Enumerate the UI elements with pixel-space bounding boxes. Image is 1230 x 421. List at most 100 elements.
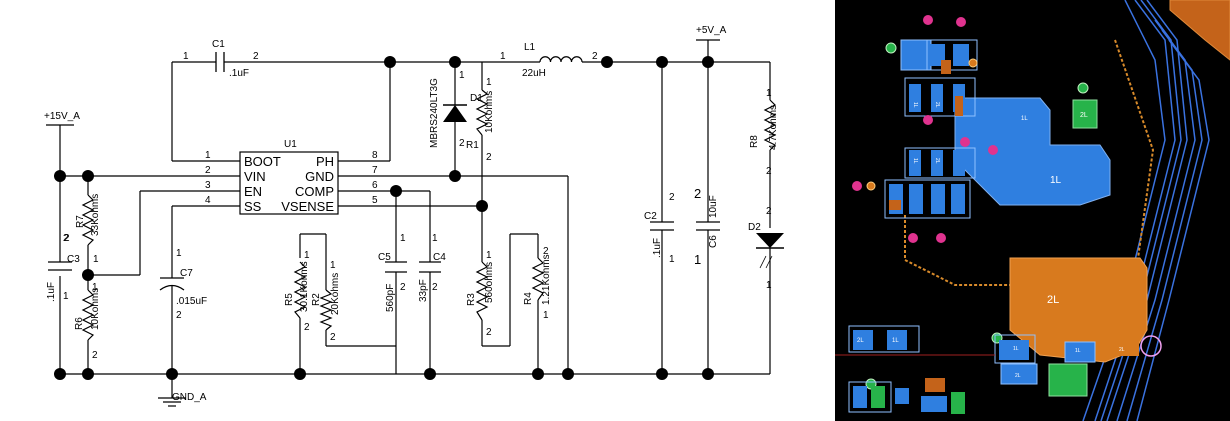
d2-pin1: 1 xyxy=(766,280,772,291)
r6-pin1: 1 xyxy=(92,282,98,293)
c5-pin2: 2 xyxy=(400,282,406,293)
l1-ref: L1 xyxy=(524,42,536,53)
r4-ref: R4 xyxy=(523,292,534,305)
c6-pin1: 1 xyxy=(694,252,701,267)
c7: C7 .015uF 1 2 xyxy=(159,248,207,321)
c1-value: .1uF xyxy=(229,68,249,79)
junction xyxy=(384,56,396,68)
junction xyxy=(54,368,66,380)
r-b-label: 2L xyxy=(1015,373,1021,379)
c3-ref: C3 xyxy=(67,254,80,265)
c5-value: 560pF xyxy=(385,284,396,312)
component-cluster-bottom: 2L 1L xyxy=(848,325,965,414)
r2-pin1: 1 xyxy=(330,260,336,271)
r6-pin2: 2 xyxy=(92,350,98,361)
small3-label: 1L xyxy=(912,158,918,164)
l1-pin1: 1 xyxy=(500,51,506,62)
c3-value: .1uF xyxy=(46,282,57,302)
u1-ic: U1 BOOT VIN EN SS PH GND COMP VSENSE 1 2… xyxy=(205,139,378,215)
r2-ref: R2 xyxy=(311,293,322,306)
c6-value: 10uF xyxy=(708,195,719,218)
small1-label: 1L xyxy=(912,102,918,108)
r8: R8 4.7Kohms 1 2 xyxy=(749,88,779,177)
pin-comp-num: 6 xyxy=(372,180,378,191)
r6-value: 10Kohms xyxy=(90,288,101,330)
r6-ref: R6 xyxy=(74,317,85,330)
c6-pin2: 2 xyxy=(694,186,701,201)
c5-ref: C5 xyxy=(378,252,391,263)
junction xyxy=(82,269,94,281)
c1-ref: C1 xyxy=(212,39,225,50)
r7: R7 33Kohms 2 1 xyxy=(64,194,101,265)
junction xyxy=(476,200,488,212)
r4-pin1: 1 xyxy=(543,310,549,321)
r1-value: 10Kohms xyxy=(484,91,495,133)
junction xyxy=(656,56,668,68)
net-15v-label: +15V_A xyxy=(44,111,80,122)
pin-vsense-name: VSENSE xyxy=(281,199,334,214)
l2-pad xyxy=(1072,99,1098,129)
junction xyxy=(601,56,613,68)
c5: C5 560pF 1 2 xyxy=(378,233,407,312)
pin-boot-num: 1 xyxy=(205,150,211,161)
r3-pin1: 1 xyxy=(486,250,492,261)
l1-top-label: 1L xyxy=(1021,116,1028,122)
pin-en-num: 3 xyxy=(205,180,211,191)
c6-ref: C6 xyxy=(708,235,719,248)
r8-value: 4.7Kohms xyxy=(768,105,779,150)
junctions xyxy=(54,56,714,380)
component-cluster-right: 1L 2L 1L 2L xyxy=(994,334,1162,397)
junction xyxy=(449,56,461,68)
r7-pin2: 2 xyxy=(64,233,70,244)
pin-gnd-name: GND xyxy=(305,169,334,184)
r5-value: 30.1Kohms xyxy=(299,261,310,312)
junction xyxy=(390,185,402,197)
c2-pin2: 2 xyxy=(669,192,675,203)
l2-pad-label: 2L xyxy=(1080,112,1088,119)
r1-pin2: 2 xyxy=(486,152,492,163)
c1: C1 .1uF 1 2 xyxy=(183,39,259,79)
pin-comp-name: COMP xyxy=(295,184,334,199)
c7-ref: C7 xyxy=(180,268,193,279)
r1: R1 10Kohms 1 2 xyxy=(466,77,495,163)
l1-pin2: 2 xyxy=(592,51,598,62)
via xyxy=(956,17,966,27)
r6: R6 10Kohms 1 2 xyxy=(74,282,101,361)
via xyxy=(988,145,998,155)
c7-value: .015uF xyxy=(176,296,207,307)
l1-big-label: 1L xyxy=(1050,175,1062,186)
c7-pin2: 2 xyxy=(176,310,182,321)
via xyxy=(852,181,862,191)
pcb-layout: 1L 1L 2L 2L xyxy=(835,0,1230,421)
vias xyxy=(852,15,998,243)
r1-pin1: 1 xyxy=(486,77,492,88)
via xyxy=(960,137,970,147)
r5-ref: R5 xyxy=(284,293,295,306)
junction xyxy=(702,368,714,380)
junction xyxy=(82,368,94,380)
bl1-label: 2L xyxy=(857,338,864,344)
c2: C2 .1uF 2 1 xyxy=(644,192,675,265)
r7-value: 33Kohms xyxy=(90,194,101,236)
c4-ref: C4 xyxy=(433,252,446,263)
c2-ref: C2 xyxy=(644,211,657,222)
l1: L1 22uH 1 2 xyxy=(500,42,598,79)
pin-ss-name: SS xyxy=(244,199,262,214)
r-a-label: 1L xyxy=(1013,346,1019,352)
c3-pin2: 2 xyxy=(63,233,69,244)
via xyxy=(923,115,933,125)
c4: C4 33pF 1 2 xyxy=(418,233,446,302)
r3-pin2: 2 xyxy=(486,327,492,338)
junction xyxy=(532,368,544,380)
r8-pin2: 2 xyxy=(766,166,772,177)
d1-value: MBRS240LT3G xyxy=(429,78,440,148)
junction xyxy=(294,368,306,380)
d2-ref: D2 xyxy=(748,222,761,233)
d1-pin1: 1 xyxy=(459,70,465,81)
via xyxy=(908,233,918,243)
r4-pin2: 2 xyxy=(543,246,549,257)
c1-pin1: 1 xyxy=(183,51,189,62)
pin-gnd-num: 7 xyxy=(372,165,378,176)
junction xyxy=(656,368,668,380)
schematic: U1 BOOT VIN EN SS PH GND COMP VSENSE 1 2… xyxy=(44,25,784,407)
